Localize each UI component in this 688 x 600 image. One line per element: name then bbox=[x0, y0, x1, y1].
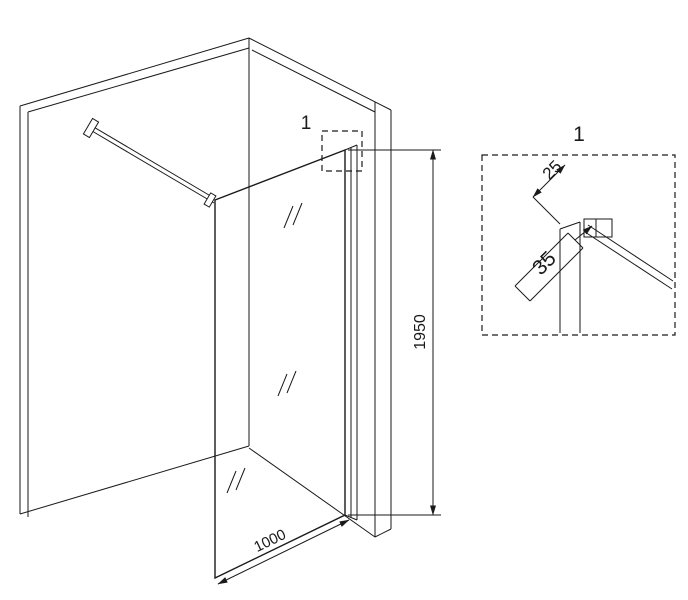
dimension-width-line bbox=[217, 519, 350, 585]
support-bar bbox=[82, 117, 217, 208]
support-bar-wall-cap bbox=[82, 117, 100, 139]
glass-panel bbox=[214, 148, 346, 580]
back-wall bbox=[19, 37, 250, 517]
detail-dimension-35-leader bbox=[574, 225, 593, 241]
detail-dimension-25-line bbox=[532, 164, 566, 198]
support-bar-rod bbox=[91, 125, 215, 204]
dimension-height-extension-lines bbox=[348, 149, 441, 516]
support-bar-glass-clamp bbox=[203, 192, 217, 208]
detail-callout-label: 1 bbox=[301, 113, 312, 134]
detail-callout: 1 bbox=[301, 113, 363, 172]
detail-dimension-25-label: 25 bbox=[539, 157, 566, 184]
dimension-height-label: 1950 bbox=[412, 314, 429, 350]
detail-view: 1 25 35 bbox=[481, 123, 676, 336]
dimension-height: 1950 bbox=[348, 149, 441, 516]
detail-glass-section bbox=[584, 224, 674, 290]
detail-dimension-25: 25 bbox=[532, 157, 566, 225]
detail-dimension-35-box bbox=[514, 232, 584, 302]
side-wall bbox=[248, 37, 392, 538]
main-view: 1950 1000 1 bbox=[19, 37, 441, 585]
detail-view-border bbox=[481, 154, 676, 336]
detail-dimension-25-leader bbox=[532, 196, 561, 225]
dimension-width: 1000 bbox=[217, 519, 350, 585]
detail-profile-section bbox=[559, 221, 581, 333]
wall-profile bbox=[344, 144, 358, 521]
detail-view-title: 1 bbox=[573, 123, 585, 146]
glass-reflection-marks bbox=[226, 202, 303, 494]
detail-callout-box bbox=[321, 130, 363, 172]
